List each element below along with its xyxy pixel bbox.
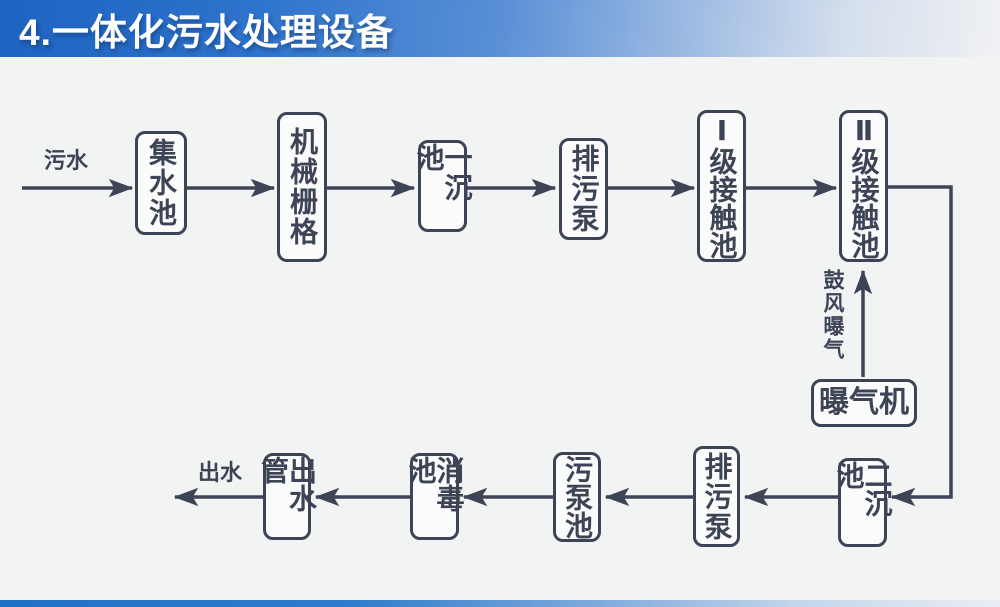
node-stage2-contact-tank: Ⅱ级接触池 (839, 110, 888, 262)
node-collecting-tank: 集水池 (135, 131, 187, 235)
node-primary-sedimentation-tank: 一沉池 (414, 140, 473, 232)
node-disinfection-tank: 消毒池 (406, 453, 465, 540)
node-sewage-pump-1: 排污泵 (559, 138, 608, 240)
node-secondary-sedimentation-tank: 二沉池 (834, 458, 893, 547)
arrow-stage2-to-secondary-elbow (888, 185, 953, 507)
label-outlet-water: 出水 (198, 460, 243, 485)
node-stage1-contact-tank: Ⅰ级接触池 (697, 110, 746, 262)
slide-title-banner: 4.一体化污水处理设备 (0, 0, 1000, 57)
page-title: 4.一体化污水处理设备 (19, 11, 394, 53)
node-aerator: 曝气机 (811, 379, 917, 427)
node-sewage-pump-tank: 污泵池 (553, 452, 601, 542)
label-inlet-water: 污水 (44, 148, 89, 173)
node-sewage-pump-2: 排污泵 (693, 446, 740, 547)
node-mechanical-screen: 机械栅格 (277, 112, 327, 262)
node-outlet-pipe: 出水管 (258, 453, 317, 540)
label-blast-aeration: 鼓风曝气 (821, 269, 844, 361)
slide-bottom-accent-bar (0, 600, 1000, 607)
